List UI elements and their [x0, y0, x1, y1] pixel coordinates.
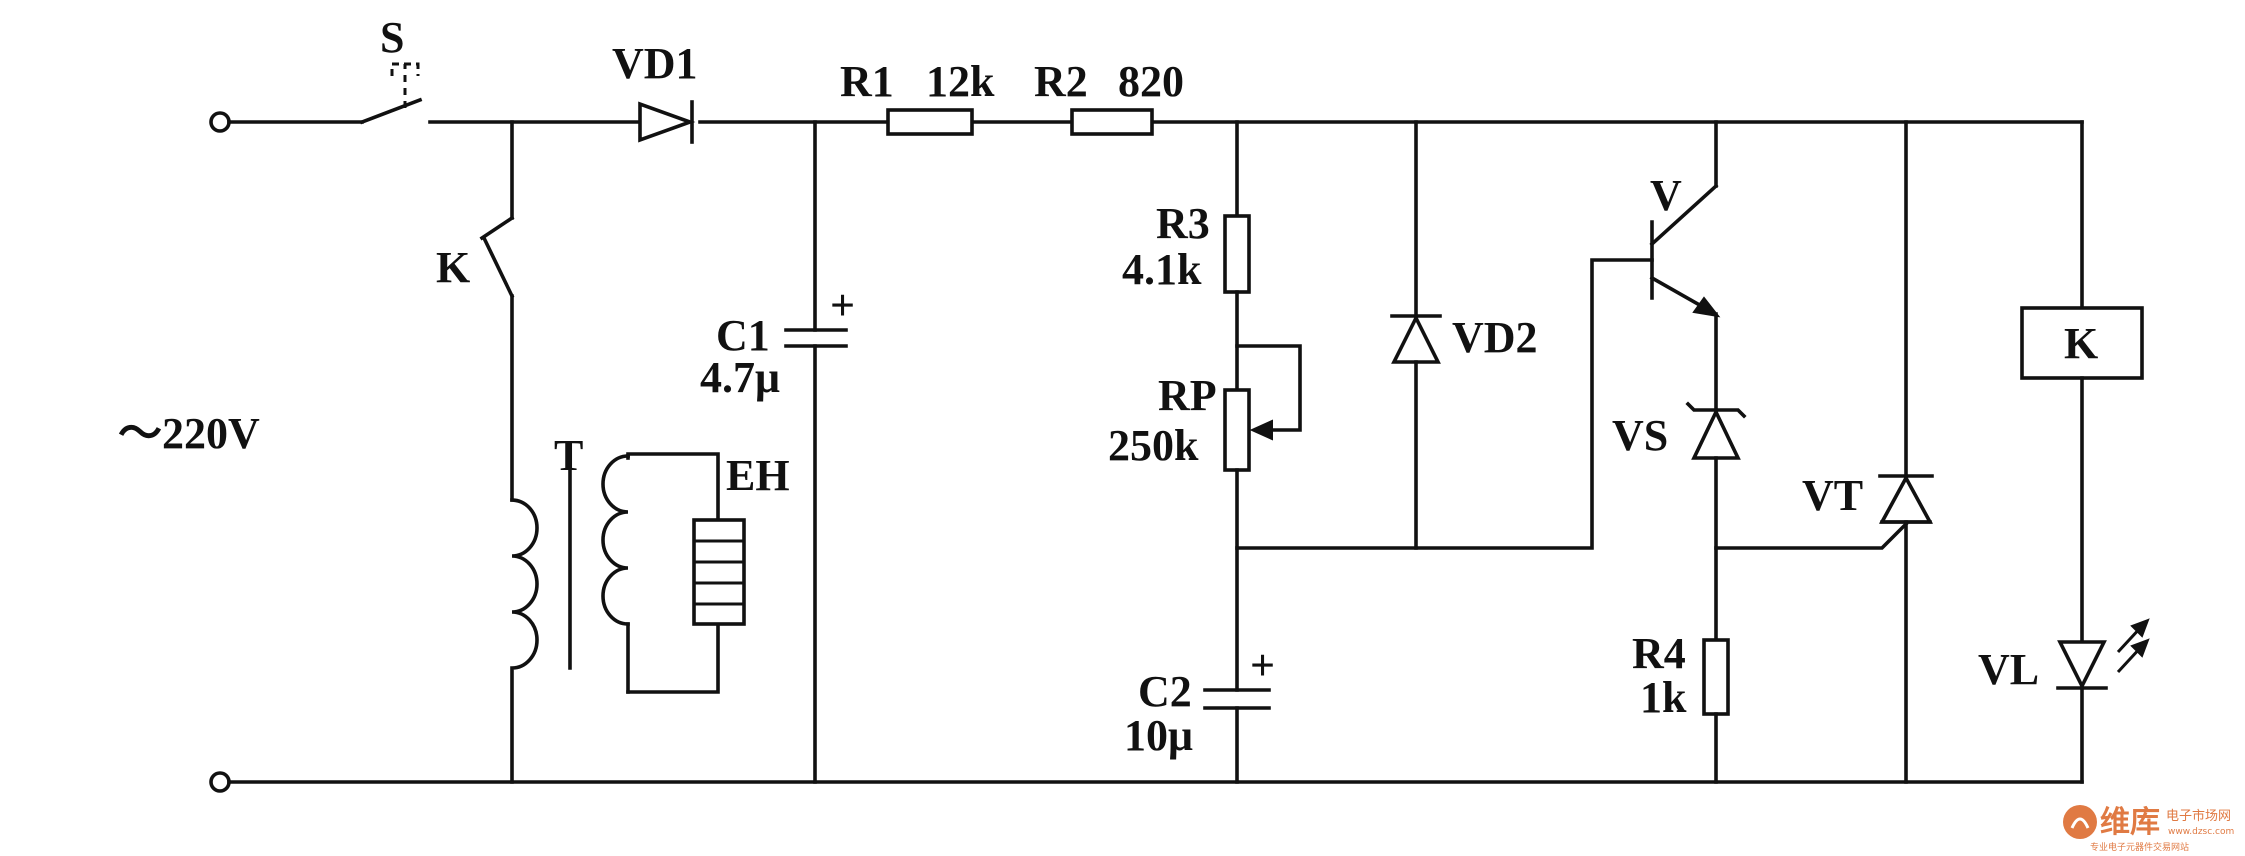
c1-name-label: C1 [716, 311, 770, 360]
r2-label: R2 [1034, 57, 1088, 106]
potentiometer-rp [1223, 388, 1251, 472]
transformer-label: T [554, 431, 583, 480]
c2-value-label: 10μ [1124, 711, 1193, 760]
heater-label: EH [726, 451, 790, 500]
terminal-top [209, 111, 231, 133]
gate-wire [1714, 521, 1909, 550]
resistor-r4: R4 1k [1632, 629, 1730, 784]
diode-vd1-label: VD1 [612, 39, 698, 88]
r2-value: 820 [1118, 57, 1184, 106]
resistor-r2: R2 820 [1034, 57, 1184, 136]
c2-name-label: C2 [1138, 667, 1192, 716]
relay-led-branch: K VL [1978, 120, 2150, 784]
heater-element [692, 518, 746, 626]
watermark-domain: www.dzsc.com [2168, 827, 2234, 837]
c1-plus-sign: + [830, 281, 855, 330]
watermark-brand: 维库 [2100, 805, 2160, 840]
r4-value: 1k [1640, 673, 1687, 722]
r1-value: 12k [926, 57, 995, 106]
r3-label: R3 [1156, 199, 1210, 248]
zener-label: VS [1612, 411, 1668, 460]
rp-value: 250k [1108, 421, 1199, 470]
transformer-secondary [601, 454, 630, 626]
capacitor-c1: + C1 4.7μ [700, 120, 855, 784]
transformer-primary [510, 498, 539, 784]
c1-value-label: 4.7μ [700, 353, 780, 402]
led-label: VL [1978, 645, 2039, 694]
diode-vd2-label: VD2 [1452, 313, 1538, 362]
c2-plus-sign: + [1250, 641, 1275, 690]
timing-column: R3 4.1k RP 250k + C2 10μ [1108, 120, 1302, 784]
thyristor-label: VT [1802, 471, 1863, 520]
relay-coil-label: K [2064, 319, 2098, 368]
diode-vd2: VD2 [1390, 120, 1538, 550]
switch-s: S [359, 13, 423, 125]
terminal-bottom [209, 771, 231, 793]
zener-vs: VS [1612, 401, 1747, 642]
transistor-label: V [1650, 171, 1682, 220]
r3-value: 4.1k [1122, 245, 1202, 294]
relay-contact-label: K [436, 243, 470, 292]
resistor-r3 [1223, 214, 1251, 294]
supply-voltage-label: ～220V [118, 409, 260, 458]
heater-branch: K T EH [436, 120, 790, 784]
led-vl [2057, 640, 2107, 691]
watermark: 维库 电子市场网 www.dzsc.com 专业电子元器件交易网站 [2063, 805, 2234, 853]
switch-s-label: S [380, 13, 404, 62]
diode-vd1: VD1 [612, 39, 698, 144]
rp-label: RP [1158, 371, 1217, 420]
watermark-tagline: 电子市场网 [2166, 808, 2231, 824]
resistor-r1: R1 12k [840, 57, 995, 136]
r4-label: R4 [1632, 629, 1686, 678]
watermark-slogan: 专业电子元器件交易网站 [2090, 841, 2189, 853]
transistor-v: V [1649, 120, 1721, 412]
watermark-logo-icon [2063, 805, 2097, 839]
r1-label: R1 [840, 57, 894, 106]
thyristor-vt: VT [1802, 120, 1934, 784]
